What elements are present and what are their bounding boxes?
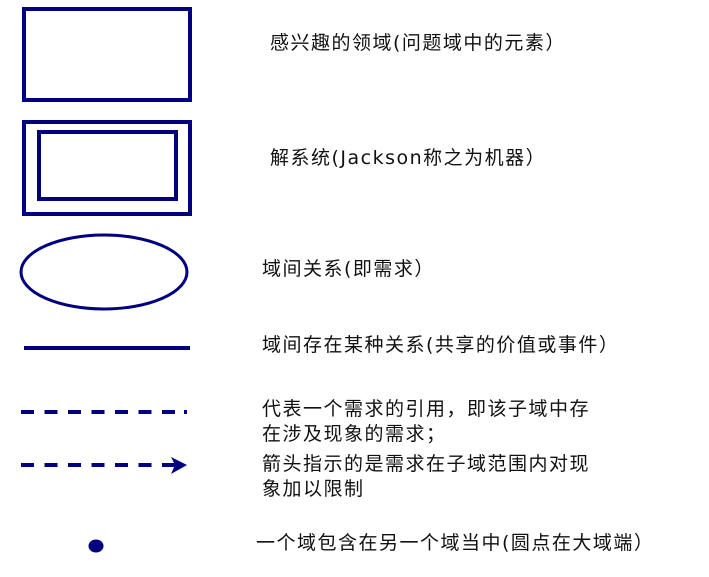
dashed-arrow-icon	[21, 457, 187, 474]
label-shared-phenomena: 域间存在某种关系(共享的价值或事件）	[262, 334, 620, 356]
label-domain-relation: 域间关系(即需求）	[262, 258, 435, 280]
label-containment: 一个域包含在另一个域当中(圆点在大域端）	[256, 532, 655, 554]
label-requirement-reference-line1: 代表一个需求的引用，即该子域中存	[262, 398, 591, 420]
filled-dot-icon	[88, 539, 104, 553]
label-requirement-constraint-line2: 象加以限制	[262, 478, 365, 500]
label-domain-of-interest: 感兴趣的领域(问题域中的元素）	[270, 32, 566, 54]
domain-rectangle-icon	[22, 7, 192, 102]
requirement-ellipse-icon	[19, 233, 189, 311]
label-requirement-reference-line2: 在涉及现象的需求；	[262, 423, 447, 445]
dashed-line-icon	[21, 410, 187, 414]
label-requirement-constraint-line1: 箭头指示的是需求在子域范围内对现	[262, 453, 591, 475]
label-solution-system: 解系统(Jackson称之为机器）	[270, 147, 547, 169]
machine-double-rectangle-icon	[22, 120, 192, 216]
